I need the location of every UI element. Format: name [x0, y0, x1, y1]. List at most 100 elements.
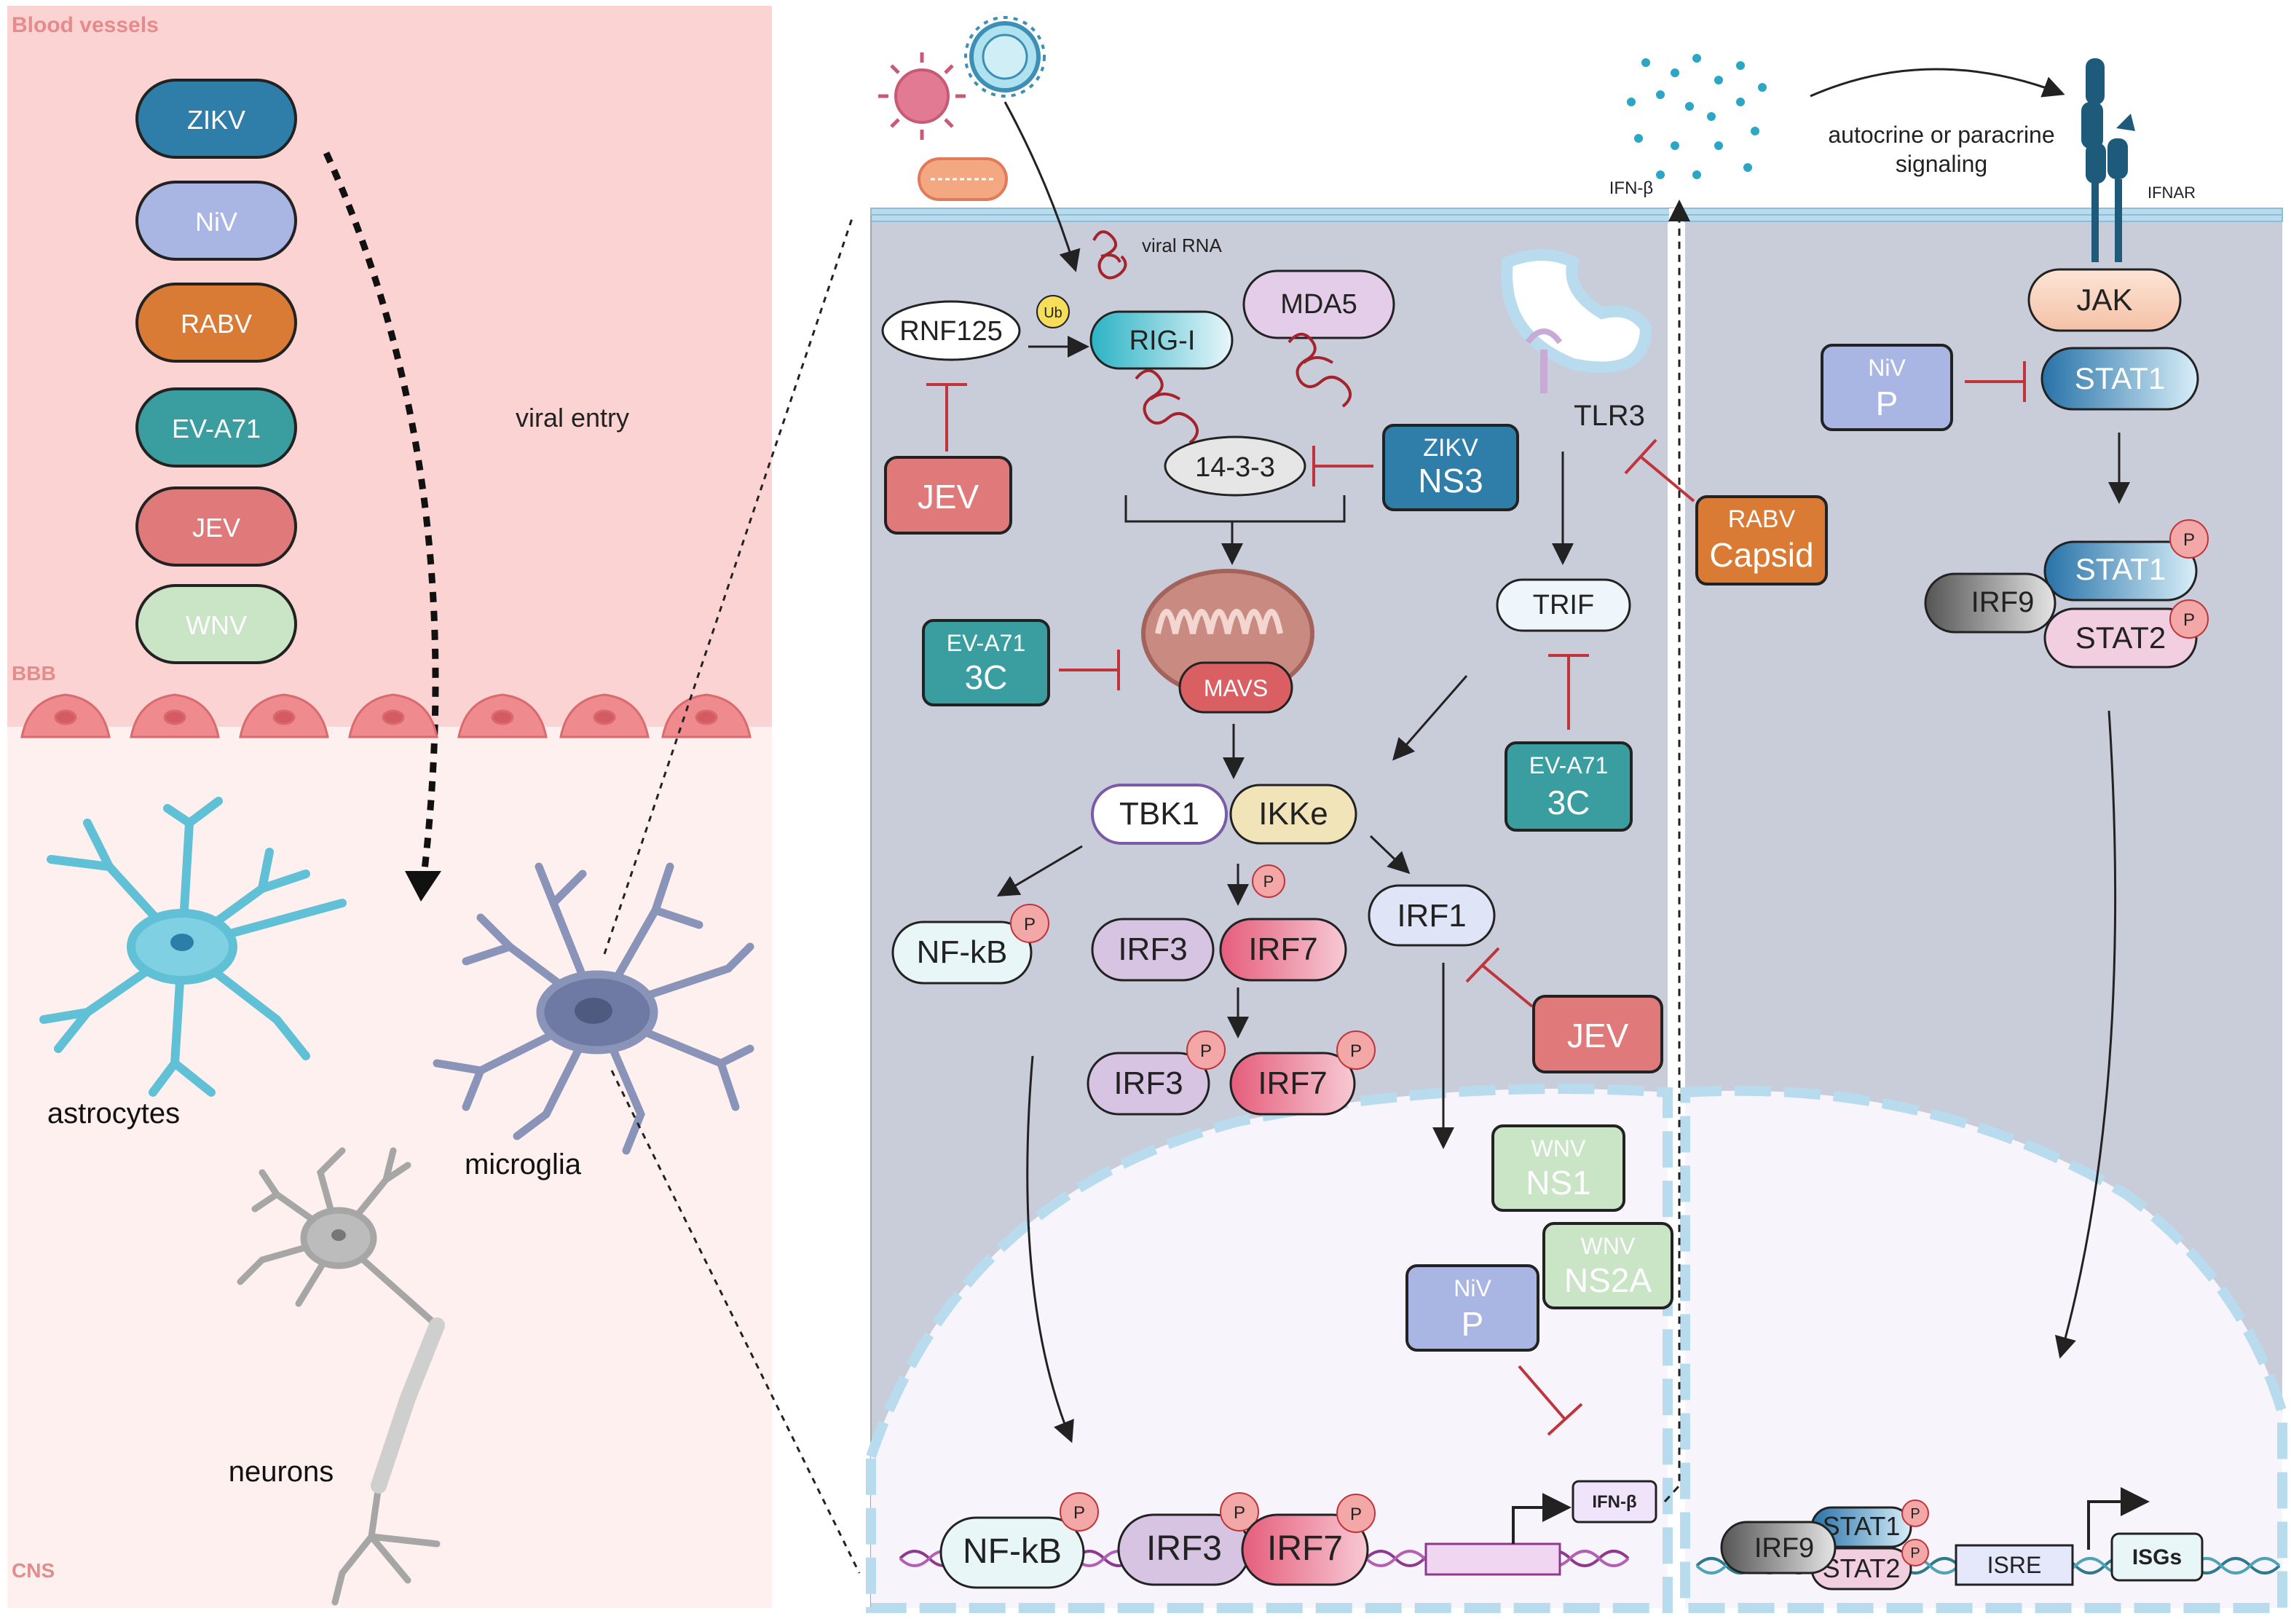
microglia-icon [433, 862, 754, 1155]
svg-text:NiV: NiV [195, 207, 237, 237]
svg-text:RNF125: RNF125 [899, 316, 1003, 347]
virus-pill: NiV [135, 181, 297, 261]
bbb-label: BBB [12, 662, 56, 685]
nucleus-right [1680, 1085, 2287, 1613]
svg-text:IRF7: IRF7 [1248, 931, 1317, 967]
viral-entry-label: viral entry [516, 403, 629, 433]
tlr3-label: TLR3 [1574, 400, 1645, 432]
phosphate-badge: P [1220, 1492, 1259, 1532]
ifnar-receptor-icon [2081, 58, 2135, 262]
mda5-node: MDA5 [1242, 269, 1395, 339]
svg-text:JEV: JEV [1567, 1017, 1629, 1055]
svg-text:EV-A71: EV-A71 [947, 630, 1026, 656]
nfkb-dna-node: NF-kB [939, 1516, 1085, 1589]
zikv-ns3-node: ZIKV NS3 [1382, 424, 1519, 511]
virus-list: ZIKV NiV RABV EV-A71 JEV WNV [135, 79, 297, 664]
rabv-capsid-node: RABV Capsid [1695, 495, 1828, 586]
blood-vessel-region [7, 6, 772, 727]
irf7-phospho-node: IRF7 [1229, 1052, 1356, 1116]
astrocytes-label: astrocytes [47, 1097, 180, 1130]
ifn-beta-promoter [1424, 1542, 1561, 1576]
autocrine-arrow [1810, 68, 2065, 98]
svg-text:WNV: WNV [1581, 1233, 1636, 1259]
phosphate-badge: P [2169, 519, 2209, 559]
trif-node: TRIF [1496, 578, 1631, 632]
stat2-dna-node: STAT2 [1810, 1547, 1912, 1591]
virus-pill: WNV [135, 584, 297, 664]
rig-i-node: RIG-I [1089, 310, 1234, 370]
zoom-line-top [603, 218, 853, 955]
svg-text:Ub: Ub [1044, 305, 1062, 321]
ifn-beta-molecules-icon [1627, 54, 1767, 179]
svg-text:NiV: NiV [1868, 355, 1906, 381]
virus-pill: JEV [135, 486, 297, 567]
svg-text:P: P [1024, 915, 1036, 934]
svg-text:IRF3: IRF3 [1146, 1529, 1222, 1568]
svg-text:P: P [1910, 1506, 1920, 1522]
svg-text:JEV: JEV [192, 513, 240, 543]
jev-inhibitor-node: JEV [884, 456, 1012, 535]
transcription-start-arrow [1512, 1493, 1572, 1544]
svg-text:MDA5: MDA5 [1280, 289, 1357, 320]
blood-vessels-label: Blood vessels [12, 13, 159, 37]
svg-text:STAT2: STAT2 [2075, 620, 2166, 655]
phosphate-badge: P [1336, 1030, 1376, 1070]
tbk1-node: TBK1 [1091, 784, 1228, 845]
stat1-phospho-node: STAT1 [2043, 540, 2198, 602]
isgs-node: ISGs [2110, 1532, 2204, 1582]
svg-text:NS3: NS3 [1418, 462, 1483, 500]
wnv-ns1-node: WNV NS1 [1491, 1124, 1625, 1212]
svg-text:IRF7: IRF7 [1258, 1065, 1327, 1101]
neurons-label: neurons [229, 1456, 334, 1488]
phosphate-badge: P [1336, 1494, 1376, 1533]
svg-text:IRF3: IRF3 [1118, 931, 1187, 967]
svg-text:EV-A71: EV-A71 [1529, 752, 1609, 779]
phosphate-badge: P [1901, 1499, 1929, 1527]
svg-text:IKKe: IKKe [1258, 796, 1328, 832]
svg-text:P: P [2183, 530, 2195, 550]
svg-text:NF-kB: NF-kB [917, 934, 1008, 970]
mavs-node: MAVS [1178, 661, 1293, 714]
svg-text:14-3-3: 14-3-3 [1195, 452, 1275, 483]
svg-text:STAT1: STAT1 [2075, 361, 2165, 395]
astrocyte-icon [39, 797, 347, 1097]
microglia-label: microglia [465, 1148, 582, 1180]
niv-p-node-right: NiV P [1821, 344, 1953, 431]
svg-text:JAK: JAK [2076, 283, 2132, 317]
svg-text:IFN-β: IFN-β [1592, 1492, 1636, 1512]
svg-text:P: P [1350, 1041, 1362, 1061]
viral-rna-label: viral RNA [1142, 234, 1222, 256]
viral-entry-arrowhead-icon [405, 871, 441, 902]
irf3-node: IRF3 [1091, 918, 1215, 982]
svg-text:TRIF: TRIF [1533, 590, 1594, 620]
ifnar-label: IFNAR [2148, 184, 2196, 202]
irf7-node: IRF7 [1219, 918, 1347, 982]
isgf3-translocation-arrow [2054, 710, 2117, 1359]
svg-text:P: P [1234, 1503, 1245, 1523]
rnf125-node: RNF125 [881, 300, 1021, 361]
signaling-label-line1: autocrine or paracrine [1828, 122, 2054, 148]
svg-text:ZIKV: ZIKV [187, 105, 245, 135]
svg-text:P: P [2183, 610, 2195, 630]
phosphate-badge: P [2169, 599, 2209, 639]
virus-particle-icon [918, 157, 1008, 201]
isre-node: ISRE [1955, 1544, 2074, 1586]
convergence-bracket [1124, 495, 1346, 523]
svg-text:WNV: WNV [186, 610, 247, 640]
svg-text:NF-kB: NF-kB [963, 1532, 1062, 1571]
svg-text:P: P [1462, 1305, 1484, 1343]
svg-text:IRF9: IRF9 [1971, 586, 2035, 618]
svg-text:IRF7: IRF7 [1267, 1529, 1343, 1568]
svg-text:JEV: JEV [918, 478, 979, 516]
svg-text:Capsid: Capsid [1709, 536, 1813, 574]
svg-text:P: P [1073, 1503, 1085, 1523]
viral-entry-arrow [323, 151, 439, 889]
ikke-node: IKKe [1229, 784, 1357, 845]
irf3-dna-node: IRF3 [1117, 1513, 1251, 1586]
viral-rna-icon [1092, 230, 1127, 280]
phosphate-badge: P [1901, 1539, 1929, 1566]
ifn-beta-label: IFN-β [1609, 178, 1653, 198]
virus-pill: RABV [135, 283, 297, 363]
nfkb-node: NF-kB [891, 921, 1033, 985]
svg-text:P: P [1350, 1505, 1362, 1524]
